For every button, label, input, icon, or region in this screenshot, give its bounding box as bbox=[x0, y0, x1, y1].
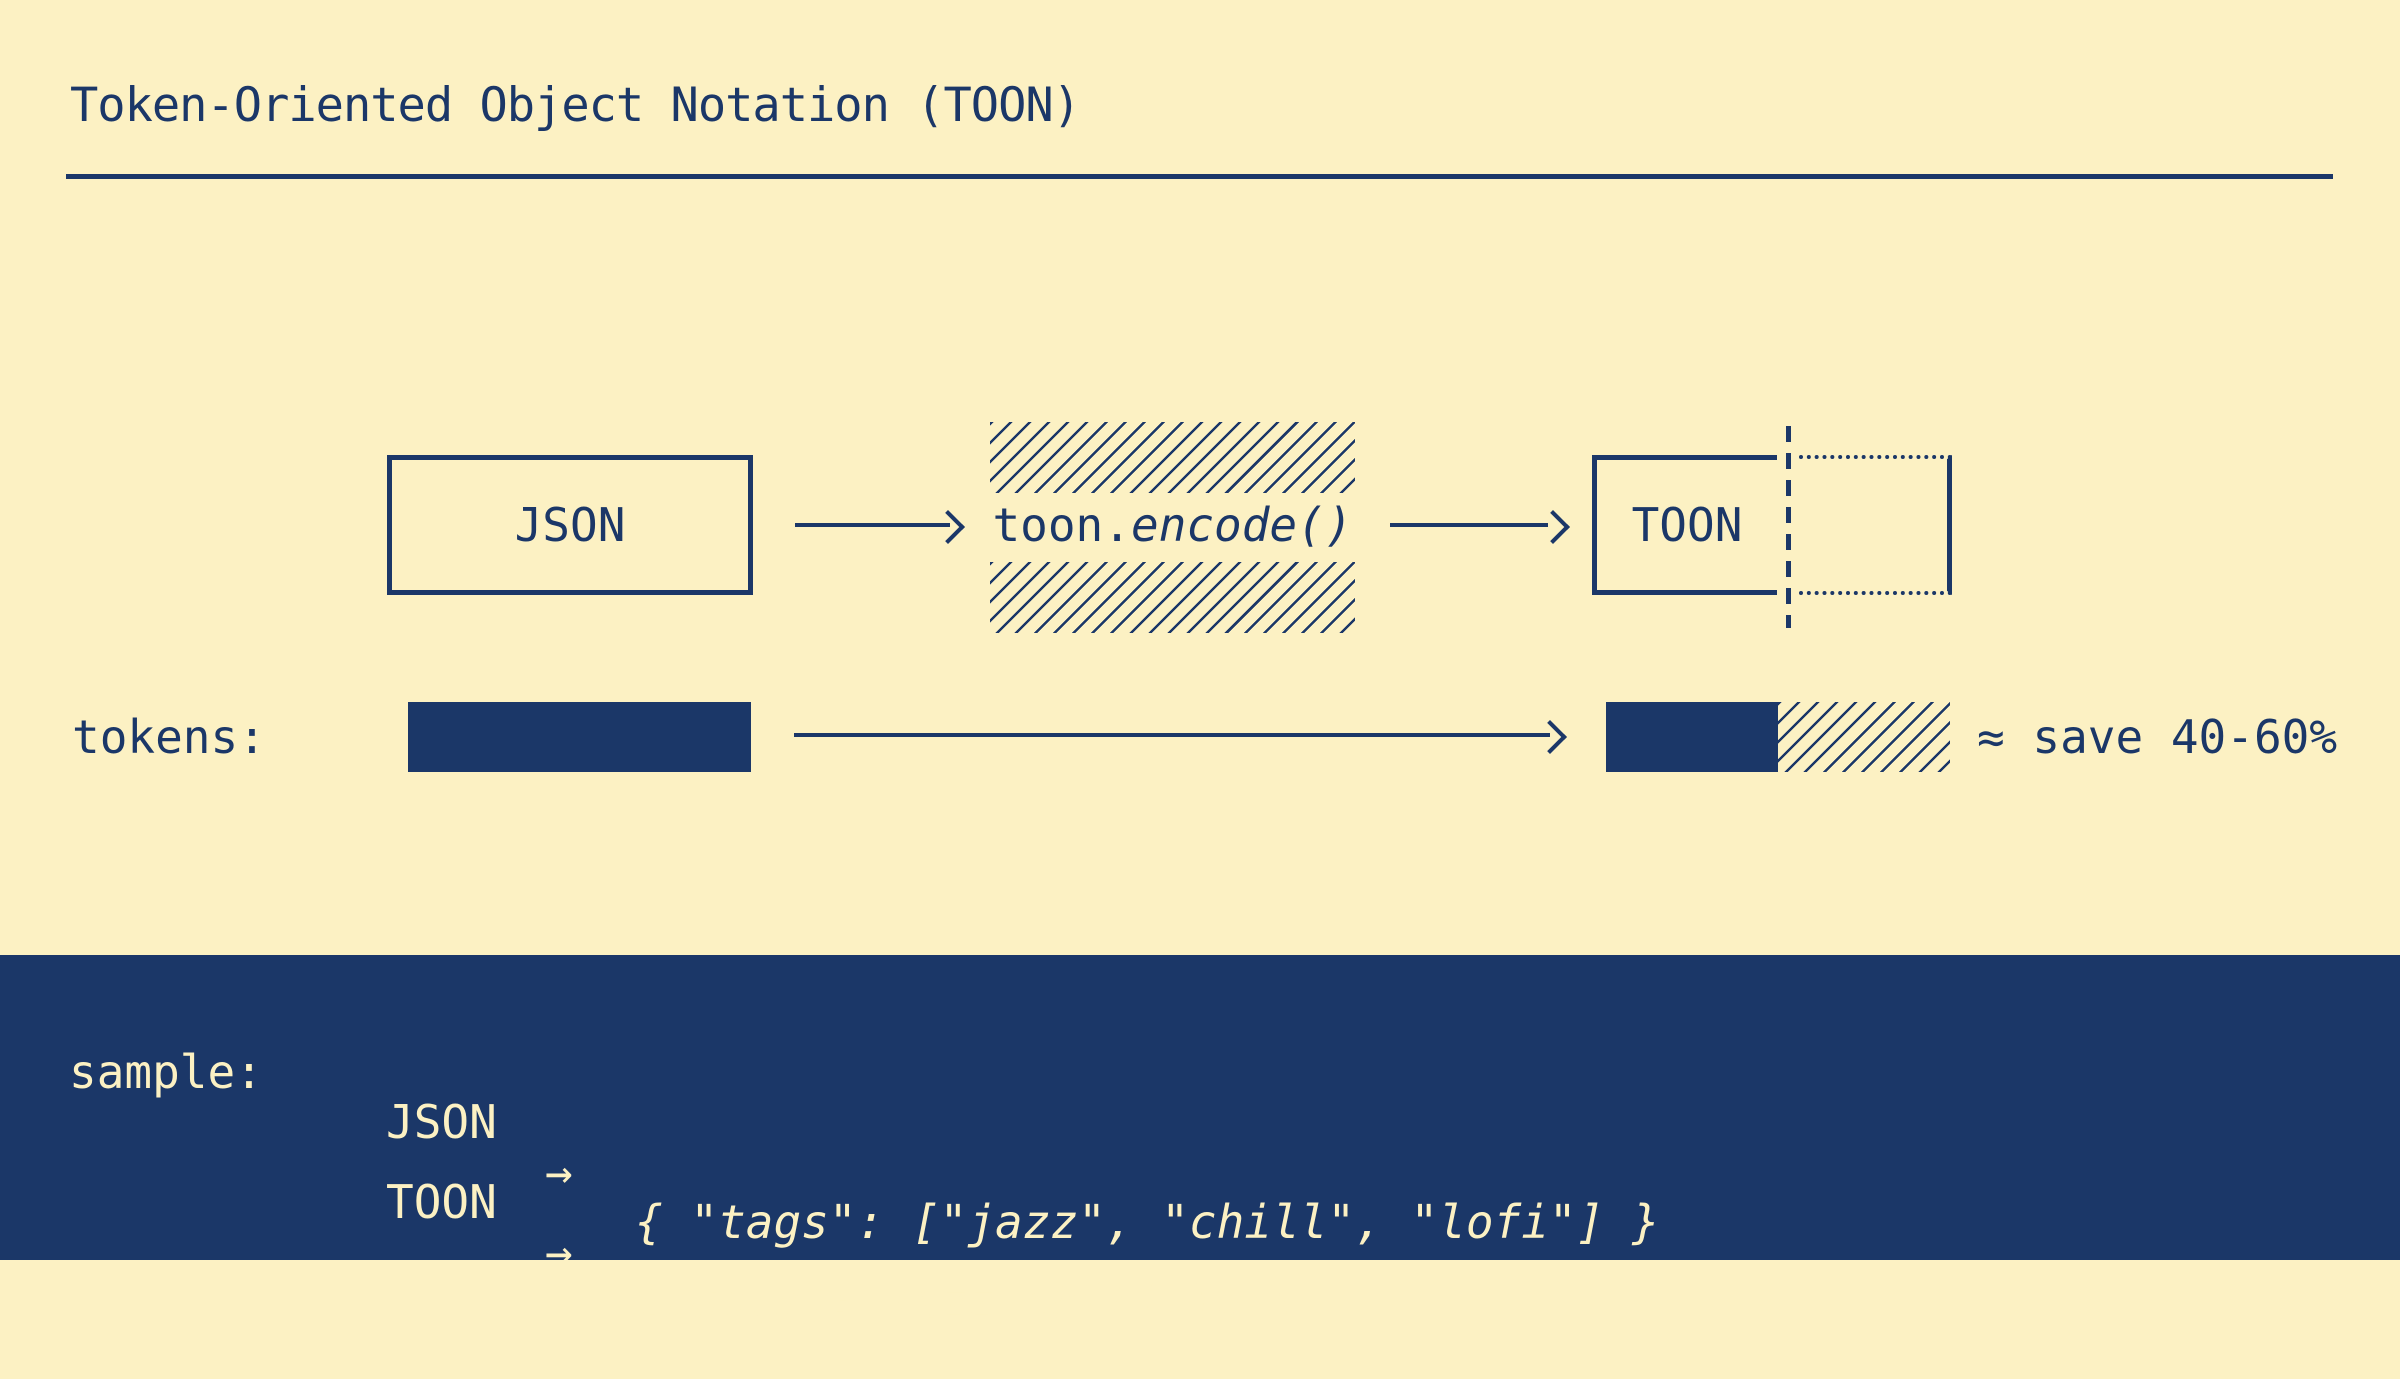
arrow-head-icon bbox=[1533, 720, 1567, 754]
encoder-prefix: toon. bbox=[992, 498, 1131, 552]
toon-box: TOON bbox=[1592, 455, 1777, 595]
sample-code: tags[3]: jazz,chill,lofi bbox=[635, 1275, 1300, 1329]
tokens-label: tokens: bbox=[72, 710, 266, 764]
arrow-shaft bbox=[1390, 523, 1548, 527]
sample-code: { "tags": ["jazz", "chill", "lofi"] } bbox=[635, 1195, 1660, 1249]
arrow-shaft bbox=[794, 733, 1550, 737]
arrow-right-icon: → bbox=[545, 1145, 573, 1199]
page-title: Token-Oriented Object Notation (TOON) bbox=[70, 78, 1081, 133]
toon-box-label: TOON bbox=[1631, 498, 1743, 552]
encode-hatch-top bbox=[990, 422, 1355, 493]
sample-row-toon: TOON → tags[3]: jazz,chill,lofi bbox=[0, 1127, 2400, 1327]
encoder-label: toon.encode() bbox=[990, 498, 1355, 552]
compression-cut-line bbox=[1786, 426, 1791, 628]
arrow-head-icon bbox=[931, 510, 965, 544]
saved-token-hatch bbox=[1778, 702, 1950, 772]
json-box: JSON bbox=[387, 455, 753, 595]
json-box-label: JSON bbox=[514, 498, 626, 552]
sample-row-json: JSON → { "tags": ["jazz", "chill", "lofi… bbox=[0, 1047, 2400, 1247]
toon-token-bar bbox=[1606, 702, 1778, 772]
savings-note: ≈ save 40-60% bbox=[1977, 710, 2338, 764]
encode-hatch-bottom bbox=[990, 562, 1355, 633]
arrow-shaft bbox=[795, 523, 950, 527]
sample-format-label: JSON bbox=[386, 1095, 497, 1149]
encoder-call: encode() bbox=[1130, 498, 1353, 552]
toon-infographic: { "colors": { "navy": "#1b3768", "cream"… bbox=[0, 78, 2400, 1327]
json-token-bar bbox=[408, 702, 751, 772]
sample-label: sample: bbox=[69, 1045, 263, 1099]
saved-space-outline bbox=[1799, 455, 1952, 595]
arrow-head-icon bbox=[1536, 510, 1570, 544]
arrow-right-icon: → bbox=[545, 1225, 573, 1279]
title-divider bbox=[66, 174, 2333, 179]
sample-panel: sample: JSON → { "tags": ["jazz", "chill… bbox=[0, 955, 2400, 1327]
sample-format-label: TOON bbox=[386, 1175, 497, 1229]
